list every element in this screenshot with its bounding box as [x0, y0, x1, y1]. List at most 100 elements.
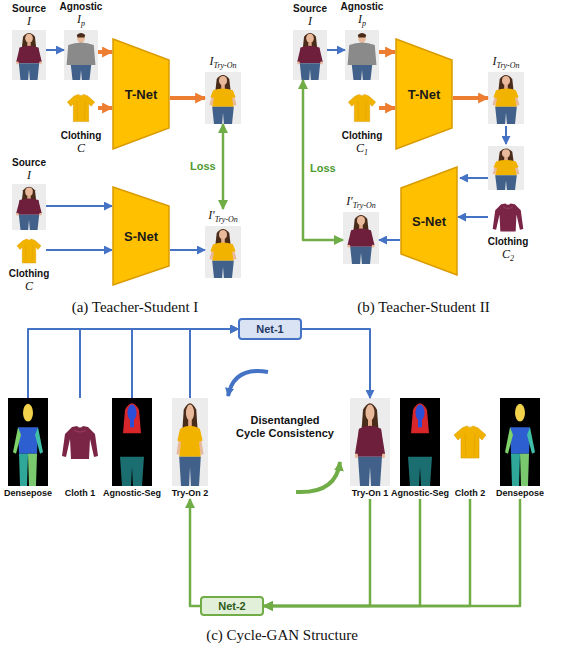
photo-cloth: [62, 426, 98, 459]
image-label: ITry-On: [209, 55, 236, 70]
label-text: Densepose: [496, 488, 544, 498]
label-text: Try-On 1: [352, 488, 389, 498]
image-node: ClothingC: [64, 88, 98, 128]
subscript: p: [81, 19, 85, 28]
label-line: Clothing: [61, 130, 102, 142]
network-label: S-Net: [412, 214, 446, 229]
network-trapezoid: T-Net: [395, 38, 453, 150]
image-node: ClothingC2: [488, 200, 528, 234]
symbol: I: [308, 14, 312, 28]
image-node: ITry-On: [488, 72, 524, 124]
photo-clothing: [493, 203, 524, 231]
connector: [98, 50, 112, 54]
label-line: I: [12, 15, 46, 28]
connector: [170, 96, 205, 100]
photo-tryon: [172, 398, 208, 486]
subscript: 1: [364, 148, 368, 157]
connector: [327, 49, 345, 51]
connector: [46, 49, 64, 51]
connector: [190, 499, 200, 606]
connector: [46, 249, 112, 251]
image-label: Try-On 1: [352, 488, 389, 499]
subscript: Try-On: [215, 215, 238, 224]
photo-tryon: [205, 226, 241, 278]
symbol: I′: [346, 194, 353, 208]
image-label: I′Try-On: [208, 209, 238, 224]
label-line: Clothing: [488, 236, 529, 248]
subscript: p: [362, 19, 366, 28]
connector: [264, 499, 470, 606]
label-line: Agnostic: [60, 1, 103, 13]
connector: [264, 499, 520, 606]
image-node: Agnostic-Seg: [400, 398, 440, 486]
image-node: SourceI: [12, 30, 46, 80]
photo-agnostic: [345, 30, 379, 80]
label-text: Agnostic-Seg: [391, 488, 449, 498]
image-label: Agnostic-Seg: [103, 488, 161, 499]
image-label: Densepose: [4, 488, 52, 499]
image-label: AgnosticIp: [60, 1, 103, 28]
label-line: Source: [293, 3, 327, 15]
label-text: Agnostic: [341, 1, 384, 12]
subscript: Try-On: [496, 61, 519, 70]
connector: [379, 239, 400, 241]
network-label: T-Net: [125, 87, 158, 102]
image-label: SourceI: [12, 3, 46, 28]
symbol: I′: [208, 208, 215, 222]
photo-tryon: [350, 398, 390, 486]
label-text: Source: [293, 3, 327, 14]
flow-arrow: [505, 126, 507, 144]
photo-cloth: [454, 426, 486, 458]
network-box: Net-1: [238, 318, 302, 340]
label-line: Densepose: [4, 488, 52, 499]
symbol: C: [502, 247, 510, 261]
connector: [264, 499, 420, 606]
network-trapezoid: T-Net: [112, 38, 170, 150]
image-node: ITry-On: [205, 72, 241, 124]
trapezoid-outline: [113, 187, 169, 285]
connector: [453, 96, 488, 100]
label-text: Clothing: [488, 236, 529, 247]
label-line: I: [293, 15, 327, 28]
symbol: I: [27, 14, 31, 28]
symbol: I: [209, 54, 213, 68]
symbol: I: [77, 12, 81, 26]
subscript: 2: [510, 254, 514, 263]
label-line: I: [12, 169, 46, 182]
image-node: Agnostic-Seg: [112, 398, 152, 486]
photo-clothing: [348, 94, 375, 121]
label-line: ITry-On: [209, 55, 236, 70]
photo-agnostic-seg: [112, 398, 152, 486]
edge-label: Loss: [309, 162, 337, 175]
label-line: ITry-On: [492, 55, 519, 70]
image-node: ClothingC: [12, 236, 46, 266]
trapezoid-outline: [396, 39, 452, 149]
photo-reconstruction: [343, 212, 379, 264]
image-node: AgnosticIp: [64, 30, 98, 80]
label-text: Source: [12, 157, 46, 168]
panel-caption: (b) Teacher-Student II: [283, 298, 564, 316]
subscript: Try-On: [353, 201, 376, 210]
label-line: I′Try-On: [208, 209, 238, 224]
image-label: ClothingC1: [342, 130, 383, 157]
image-node: Cloth 1: [60, 398, 100, 486]
image-node: SourceI: [293, 30, 327, 80]
label-line: C: [9, 280, 50, 293]
connector: [170, 249, 205, 251]
network-name: S-Net: [112, 186, 170, 286]
label-line: C2: [488, 248, 529, 263]
label-text: Clothing: [61, 130, 102, 141]
connector: [46, 205, 112, 207]
image-label: ClothingC: [61, 130, 102, 155]
symbol: I: [358, 12, 362, 26]
connector: [264, 499, 370, 606]
label-text: Densepose: [4, 488, 52, 498]
label-line: Agnostic: [341, 1, 384, 13]
connector: [98, 106, 112, 110]
label-line: Source: [12, 157, 46, 169]
image-node: Try-On 2: [172, 398, 208, 486]
photo-source: [12, 30, 46, 80]
image-node: Cloth 2: [450, 398, 490, 486]
symbol: I: [27, 168, 31, 182]
image-label: ITry-On: [492, 55, 519, 70]
